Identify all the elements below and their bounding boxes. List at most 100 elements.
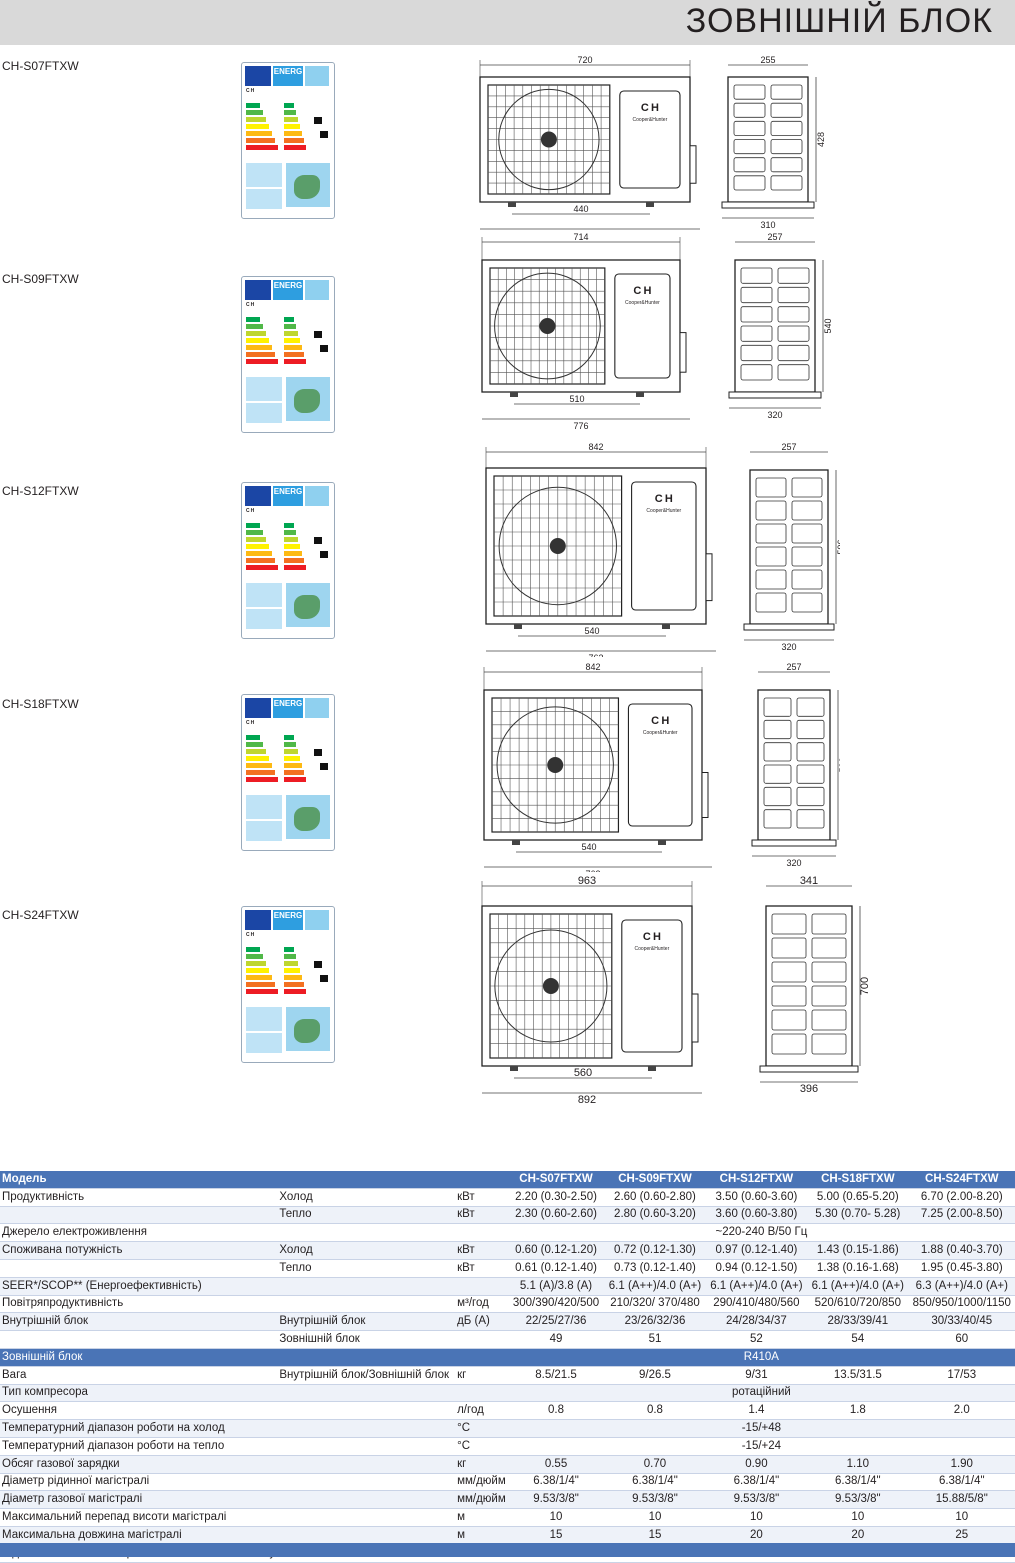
energy-label: ENERG C H [241,276,335,433]
side-grille-cell [770,84,803,100]
spec-cell: Температурний діапазон роботи на холод [0,1419,278,1438]
label-brand: C H [246,88,255,94]
spec-cell: 28/33/39/41 [807,1312,909,1332]
spec-cell [277,1384,456,1403]
dim-width: 842 [585,662,600,672]
energ-text: ENERG [273,66,303,86]
dim-height: 596 [838,757,840,772]
spec-cell: Осушення [0,1401,278,1421]
spec-cell: -15/+24 [507,1437,1015,1456]
page-header: ЗОВНІШНІЙ БЛОК [0,0,1015,45]
spec-cell: 8.5/21.5 [507,1366,605,1385]
spec-cell: Обсяг газової зарядки [0,1455,278,1474]
side-grille-cell [777,364,810,381]
side-grille-cell [771,937,807,959]
side-grille-cell [763,697,792,717]
class-arrow-icon [314,749,322,756]
side-grille-cell [755,477,787,498]
spec-cell [277,1437,456,1456]
unit-foot [510,1066,518,1071]
europe-map-icon [286,1007,330,1051]
spec-cell: 6.38/1/4" [604,1473,706,1492]
spec-row: Температурний діапазон роботи на тепло°С… [0,1437,1015,1456]
spec-cell: 15.88/5/8" [908,1490,1015,1510]
spec-cell: 54 [807,1330,909,1349]
spec-cell: Модель [0,1171,508,1189]
spec-cell: SEER*/SCOP** (Енергоефективність) [0,1277,278,1296]
label-brand: C H [246,302,255,308]
spec-cell: 5.30 (0.70- 5.28) [807,1206,909,1225]
spec-cell: 60 [908,1330,1015,1349]
spec-cell: кВт [455,1241,508,1260]
energ-text: ENERG [273,910,303,930]
energy-label: ENERG C H [241,62,335,219]
dim-depth: 257 [767,232,782,242]
spec-cell: кВт [455,1206,508,1225]
spec-cell: дБ (А) [455,1312,508,1332]
side-grille-cell [791,592,823,613]
fan-hub [549,538,566,554]
energy-class-bars [284,523,310,577]
dim-depth-base: 396 [800,1083,818,1095]
front-panel [627,703,693,827]
spec-cell: 23/26/32/36 [604,1312,706,1332]
spec-cell: 2.30 (0.60-2.60) [507,1206,605,1225]
spec-cell: 0.8 [507,1401,605,1421]
energ-text: ENERG [273,698,303,718]
spec-cell [0,1330,278,1349]
spec-cell: Внутрішній блок/Зовнішній блок [277,1366,456,1385]
side-grille-cell [796,809,825,829]
spec-cell [277,1490,456,1510]
dim-height: 540 [823,318,833,333]
spec-cell [277,1419,456,1438]
spec-cell: 10 [604,1508,706,1527]
noise-panel [246,189,282,209]
spec-cell: 210/320/ 370/480 [604,1295,706,1314]
side-grille-cell [763,764,792,784]
side-grille-cell [777,306,810,323]
unit-foot [662,624,670,629]
spec-cell: 1.38 (0.16-1.68) [807,1259,909,1278]
spec-cell: Споживана потужність [0,1241,278,1260]
footer-bar [0,1543,1015,1557]
spec-cell: °С [455,1419,508,1438]
spec-cell: 9.53/3/8" [604,1490,706,1510]
side-base [743,623,835,631]
spec-cell: 5.00 (0.65-5.20) [807,1188,909,1207]
dim-depth: 341 [800,876,818,887]
energy-class-bars [284,735,310,789]
energ-text: ENERG [273,486,303,506]
spec-cell: 6.3 (A++)/4.0 (A+) [908,1277,1015,1296]
side-grille-cell [811,985,847,1007]
spec-cell: 2.20 (0.30-2.50) [507,1188,605,1207]
side-grille-cell [811,937,847,959]
class-arrow-icon [320,551,328,558]
side-grille-cell [791,546,823,567]
spec-cell: 3.60 (0.60-3.80) [705,1206,808,1225]
dim-base: 776 [573,421,588,431]
valve [701,772,709,818]
spec-cell [277,1526,456,1545]
dim-width: 720 [577,55,592,65]
dim-base: 763 [585,869,600,872]
spec-cell: Внутрішній блок [0,1312,278,1332]
dim-depth: 257 [786,662,801,672]
spec-cell: 1.4 [705,1401,808,1421]
side-grille-cell [740,286,773,304]
energy-class-bars [246,523,282,577]
spec-cell: 850/950/1000/1150 [908,1295,1015,1314]
spec-cell: 6.70 (2.00-8.20) [908,1188,1015,1207]
spec-cell: Продуктивність [0,1188,278,1207]
side-grille-cell [777,325,810,342]
side-grille-cell [740,364,773,381]
front-panel [621,919,683,1053]
spec-cell: Діаметр газової магістралі [0,1490,278,1510]
spec-cell [455,1384,508,1403]
side-grille-cell [777,344,810,362]
side-grille-cell [740,325,773,342]
spec-cell: Вага [0,1366,278,1385]
eu-flag-icon [245,486,271,506]
spec-cell: 1.95 (0.45-3.80) [908,1259,1015,1278]
